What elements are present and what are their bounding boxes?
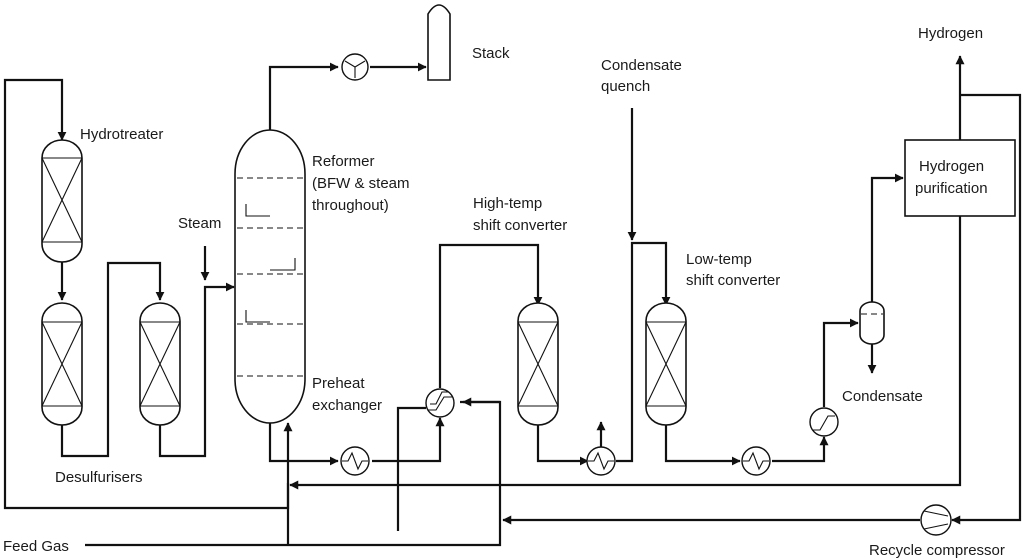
reformer-label-1: Reformer	[312, 153, 375, 170]
feed-gas-pipe	[85, 400, 502, 547]
preheat-label-1: Preheat	[312, 375, 365, 392]
hydrogen-purification-box	[904, 139, 1016, 217]
fan-icon	[341, 53, 369, 81]
preheat-cross-pipe	[396, 406, 426, 531]
tail-gas-pipe	[289, 216, 962, 490]
hx3-to-cooler-pipe	[772, 436, 829, 463]
heat-exchanger-1-icon	[340, 446, 370, 476]
ht-shift-label-1: High-temp	[473, 195, 542, 212]
lt-shift-label-1: Low-temp	[686, 251, 752, 268]
reformer-vessel	[234, 129, 306, 424]
stack-label: Stack	[472, 45, 510, 62]
cooler-to-separator-pipe	[822, 318, 859, 407]
compressor-icon	[920, 504, 952, 536]
reformer-to-fan-pipe	[268, 62, 339, 130]
heat-exchanger-2-icon	[586, 446, 616, 476]
h2-purification-label-2: purification	[915, 180, 988, 197]
preheat-label-2: exchanger	[312, 397, 382, 414]
hx2-to-lt-shift-pipe	[616, 241, 671, 463]
desulfuriser-link-pipe	[60, 261, 165, 458]
ht-shift-label-2: shift converter	[473, 217, 567, 234]
steam-label: Steam	[178, 215, 221, 232]
condensate-quench-label-1: Condensate	[601, 57, 682, 74]
condensate-quench-label-2: quench	[601, 78, 650, 95]
hydrogen-label: Hydrogen	[918, 25, 983, 42]
feed-gas-label: Feed Gas	[3, 538, 69, 555]
desulfuriser-1-vessel	[41, 302, 83, 426]
lt-shift-label-2: shift converter	[686, 272, 780, 289]
hydrotreater-label: Hydrotreater	[80, 126, 163, 143]
desulfuriser-2-vessel	[139, 302, 181, 426]
ht-shift-outlet-pipe	[536, 424, 589, 466]
cooler-icon	[809, 407, 839, 437]
separator-vessel	[859, 301, 885, 345]
separator-to-purification-pipe	[870, 173, 904, 304]
heat-exchanger-3-icon	[741, 446, 771, 476]
hx1-to-preheat-pipe	[372, 417, 445, 463]
h2-purification-label-1: Hydrogen	[919, 158, 984, 175]
recycle-compressor-loop-pipe	[951, 93, 1022, 525]
desulfurisers-label: Desulfurisers	[55, 469, 143, 486]
desulfuriser-to-reformer-pipe	[158, 282, 235, 458]
lt-shift-converter-vessel	[645, 302, 687, 426]
hydrotreater-vessel	[41, 139, 83, 263]
lt-shift-outlet-pipe	[664, 424, 741, 466]
reformer-outlet-pipe	[268, 423, 339, 466]
reformer-label-2: (BFW & steam	[312, 175, 410, 192]
ht-shift-converter-vessel	[517, 302, 559, 426]
preheat-to-ht-shift-pipe	[438, 243, 543, 388]
condensate-label: Condensate	[842, 388, 923, 405]
recycle-compressor-label: Recycle compressor	[869, 542, 1005, 559]
preheat-exchanger-icon	[425, 388, 455, 418]
reformer-label-3: throughout)	[312, 197, 389, 214]
stack	[427, 4, 451, 81]
